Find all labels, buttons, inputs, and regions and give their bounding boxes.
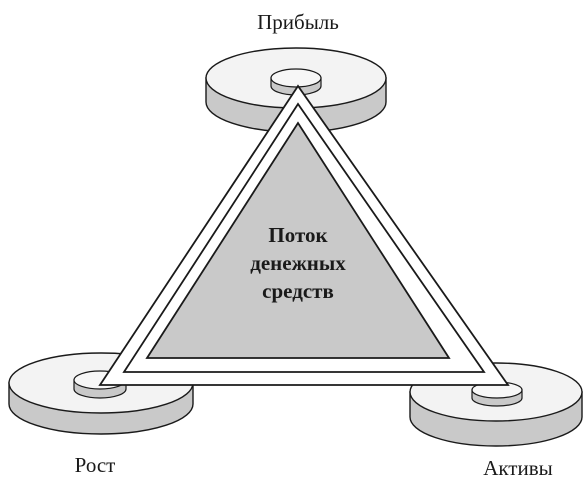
center-label-line-1: Поток [268, 223, 328, 247]
vertex-label-profit: Прибыль [257, 10, 339, 34]
vertex-label-growth: Рост [75, 453, 116, 477]
vertex-label-assets: Активы [483, 456, 553, 480]
center-label-line-3: средств [262, 279, 334, 303]
center-label-line-2: денежных [250, 251, 346, 275]
